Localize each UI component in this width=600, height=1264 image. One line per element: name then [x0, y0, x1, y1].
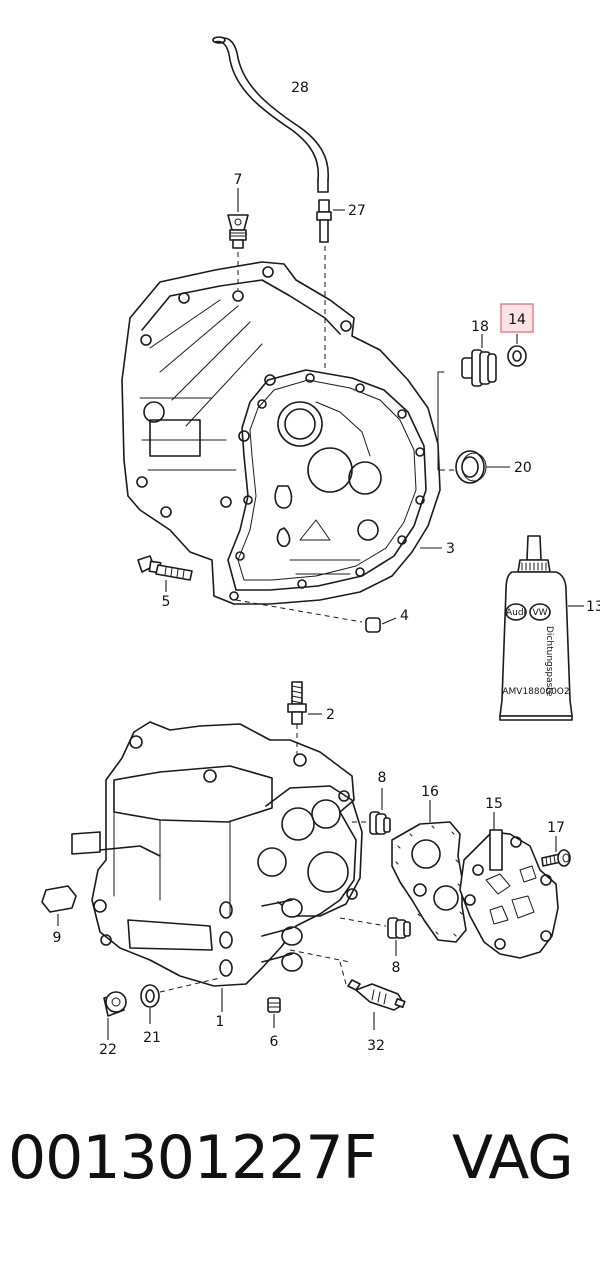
- callout-2: 2: [326, 707, 335, 723]
- tube-label-vertical: Dichtungspaste: [544, 626, 554, 697]
- end-cover: [459, 829, 559, 959]
- callout-21: 21: [143, 1030, 161, 1046]
- callout-13: 13: [586, 599, 600, 615]
- bushing-upper: [369, 811, 391, 835]
- callout-8-upper: 8: [378, 770, 387, 786]
- shaft-seal: [455, 450, 487, 484]
- callout-15: 15: [485, 796, 503, 812]
- brand-label: VAG: [452, 1123, 574, 1193]
- breather-connector: [316, 199, 332, 243]
- cover-bolt: [541, 849, 571, 867]
- callout-28: 28: [291, 80, 309, 96]
- callout-4: 4: [400, 608, 409, 624]
- callout-27: 27: [348, 203, 366, 219]
- callout-18: 18: [471, 319, 489, 335]
- callout-7: 7: [234, 172, 243, 188]
- drain-screw-plug: [103, 991, 127, 1017]
- tube-product-code: AMV188000O2: [502, 687, 569, 697]
- small-plug: [267, 997, 281, 1013]
- breather-hose: [212, 36, 330, 193]
- reverse-light-switch: [347, 979, 406, 1011]
- callout-32: 32: [367, 1038, 385, 1054]
- rubber-plug: [41, 885, 77, 913]
- highlight-box: [500, 303, 534, 333]
- gearbox-housing-upper: [121, 261, 441, 605]
- callout-16: 16: [421, 784, 439, 800]
- sealing-washer: [140, 984, 160, 1008]
- callout-9: 9: [53, 930, 62, 946]
- callout-14: 14: [508, 312, 526, 328]
- sealant-tube: [499, 535, 573, 721]
- stud: [287, 681, 307, 725]
- callout-8-lower: 8: [392, 960, 401, 976]
- callout-3: 3: [446, 541, 455, 557]
- tube-logo-vw: VW: [532, 608, 547, 618]
- sealing-ring: [507, 345, 527, 367]
- callout-6: 6: [270, 1034, 279, 1050]
- callout-labels: 28 27 7 18 14 20 3 5 4 13 2 8 16 15 17 9…: [53, 80, 600, 1058]
- bushing-lower: [387, 917, 411, 939]
- callout-5: 5: [162, 594, 171, 610]
- housing-bolt: [137, 555, 193, 581]
- part-number: 001301227F: [8, 1123, 377, 1193]
- gearbox-housing-lower: [71, 721, 363, 987]
- callout-20: 20: [514, 460, 532, 476]
- callout-17: 17: [547, 820, 565, 836]
- callout-22: 22: [99, 1042, 117, 1058]
- dowel-sleeve: [235, 599, 381, 633]
- cover-gasket: [391, 821, 467, 943]
- callout-1: 1: [216, 1014, 225, 1030]
- tube-logo-audi: Audi: [506, 608, 526, 618]
- filler-plug: [227, 214, 249, 249]
- selector-bushing: [461, 349, 497, 387]
